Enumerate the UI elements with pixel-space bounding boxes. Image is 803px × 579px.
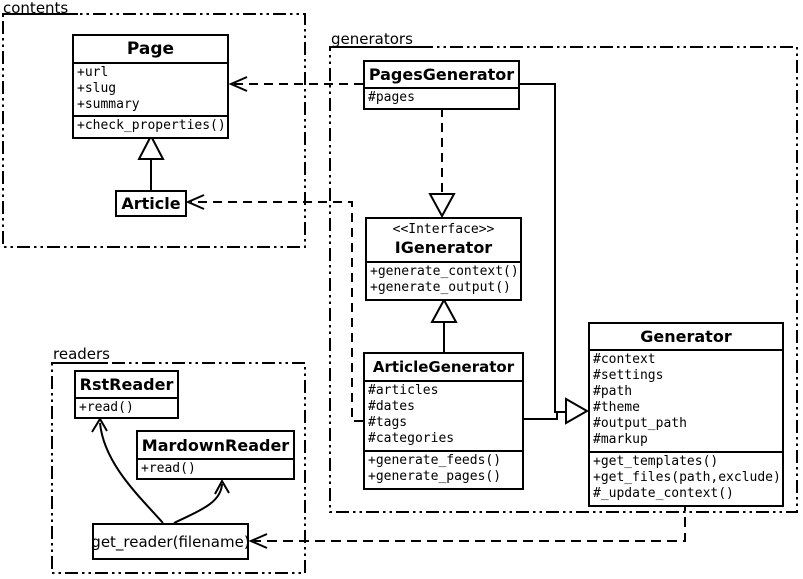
- class-generator-methods: +get_templates() +get_files(path,exclude…: [590, 451, 782, 505]
- open-arrowhead-article: [185, 194, 205, 210]
- method: +generate_context(): [370, 264, 519, 279]
- package-label-generators: generators: [331, 30, 413, 48]
- package-label-readers: readers: [53, 345, 110, 363]
- package-border-generators: [329, 46, 798, 513]
- method: +get_templates(): [593, 454, 719, 469]
- method: +generate_pages(): [368, 469, 502, 484]
- method: +check_properties(): [77, 118, 226, 133]
- class-igenerator-methods: +generate_context() +generate_output(): [367, 261, 520, 299]
- open-arrowhead-getreader: [248, 533, 268, 549]
- open-arrowhead-page: [228, 76, 248, 92]
- class-rstreader: RstReader +read(): [74, 370, 179, 419]
- class-pagesgenerator-title: PagesGenerator: [368, 65, 515, 84]
- hollow-triangle-arrowhead-igenerator-top: [428, 193, 456, 219]
- class-page-attributes: +url +slug +summary: [74, 62, 227, 115]
- attribute: #output_path: [593, 416, 687, 431]
- attribute: #path: [593, 384, 633, 399]
- class-page-methods: +check_properties(): [74, 115, 227, 137]
- attribute: #articles: [368, 383, 439, 398]
- method: +generate_feeds(): [368, 453, 502, 468]
- attribute: #categories: [368, 431, 455, 446]
- open-arrowhead-rstreader: [91, 417, 108, 433]
- edge-getreader-to-mardownreader: [173, 483, 223, 524]
- class-generator-title: Generator: [640, 327, 732, 346]
- class-articlegenerator: ArticleGenerator #articles #dates #tags …: [363, 352, 524, 490]
- class-article-title: Article: [121, 194, 181, 213]
- class-generator: Generator #context #settings #path #them…: [588, 322, 784, 507]
- edge-pagesgenerator-to-generator: [520, 83, 567, 413]
- open-arrowhead-mardownreader: [214, 478, 230, 495]
- class-rstreader-title: RstReader: [79, 375, 174, 394]
- class-page: Page +url +slug +summary +check_properti…: [72, 34, 229, 139]
- method: +get_files(path,exclude): [593, 470, 781, 485]
- hollow-triangle-arrowhead-generator: [565, 397, 590, 425]
- edge-getreader-to-rstreader: [99, 422, 164, 524]
- attribute: #settings: [593, 368, 664, 383]
- attribute: #context: [593, 352, 656, 367]
- class-page-title: Page: [126, 39, 175, 59]
- method: +read(): [79, 400, 134, 415]
- node-get-reader: get_reader(filename): [91, 523, 250, 560]
- class-igenerator-title: IGenerator: [394, 238, 493, 257]
- package-border-contents: [2, 13, 306, 248]
- class-articlegenerator-attributes: #articles #dates #tags #categories: [365, 380, 522, 450]
- attribute: #theme: [593, 400, 640, 415]
- class-igenerator-stereotype: <<Interface>>: [392, 222, 495, 237]
- edge-articlegenerator-to-generator: [524, 412, 558, 420]
- package-border-readers: [51, 362, 306, 574]
- method: #_update_context(): [593, 486, 734, 501]
- class-articlegenerator-methods: +generate_feeds() +generate_pages(): [365, 450, 522, 488]
- class-mardownreader-methods: +read(): [138, 458, 293, 478]
- class-igenerator: <<Interface>> IGenerator +generate_conte…: [365, 217, 522, 301]
- class-igenerator-header: <<Interface>> IGenerator: [367, 219, 520, 261]
- class-mardownreader: MardownReader +read(): [136, 430, 295, 480]
- attribute: +url: [77, 65, 109, 80]
- class-pagesgenerator: PagesGenerator #pages: [363, 60, 520, 110]
- class-pagesgenerator-attributes: #pages: [365, 87, 518, 108]
- package-label-contents: contents: [3, 0, 69, 17]
- attribute: #dates: [368, 399, 415, 414]
- method: +read(): [141, 461, 196, 476]
- attribute: +slug: [77, 81, 117, 96]
- class-generator-attributes: #context #settings #path #theme #output_…: [590, 349, 782, 451]
- hollow-triangle-arrowhead-page: [137, 133, 165, 160]
- attribute: +summary: [77, 97, 140, 112]
- method: +generate_output(): [370, 280, 511, 295]
- class-articlegenerator-title: ArticleGenerator: [372, 358, 515, 376]
- attribute: #markup: [593, 432, 648, 447]
- edge-articlegenerator-to-article: [191, 201, 363, 422]
- hollow-triangle-arrowhead-igenerator-bottom: [430, 297, 458, 323]
- class-mardownreader-title: MardownReader: [141, 435, 290, 455]
- class-article: Article: [115, 190, 187, 217]
- attribute: #pages: [368, 90, 415, 105]
- class-rstreader-methods: +read(): [76, 397, 177, 417]
- attribute: #tags: [368, 415, 408, 430]
- edge-generator-to-getreader: [254, 501, 686, 542]
